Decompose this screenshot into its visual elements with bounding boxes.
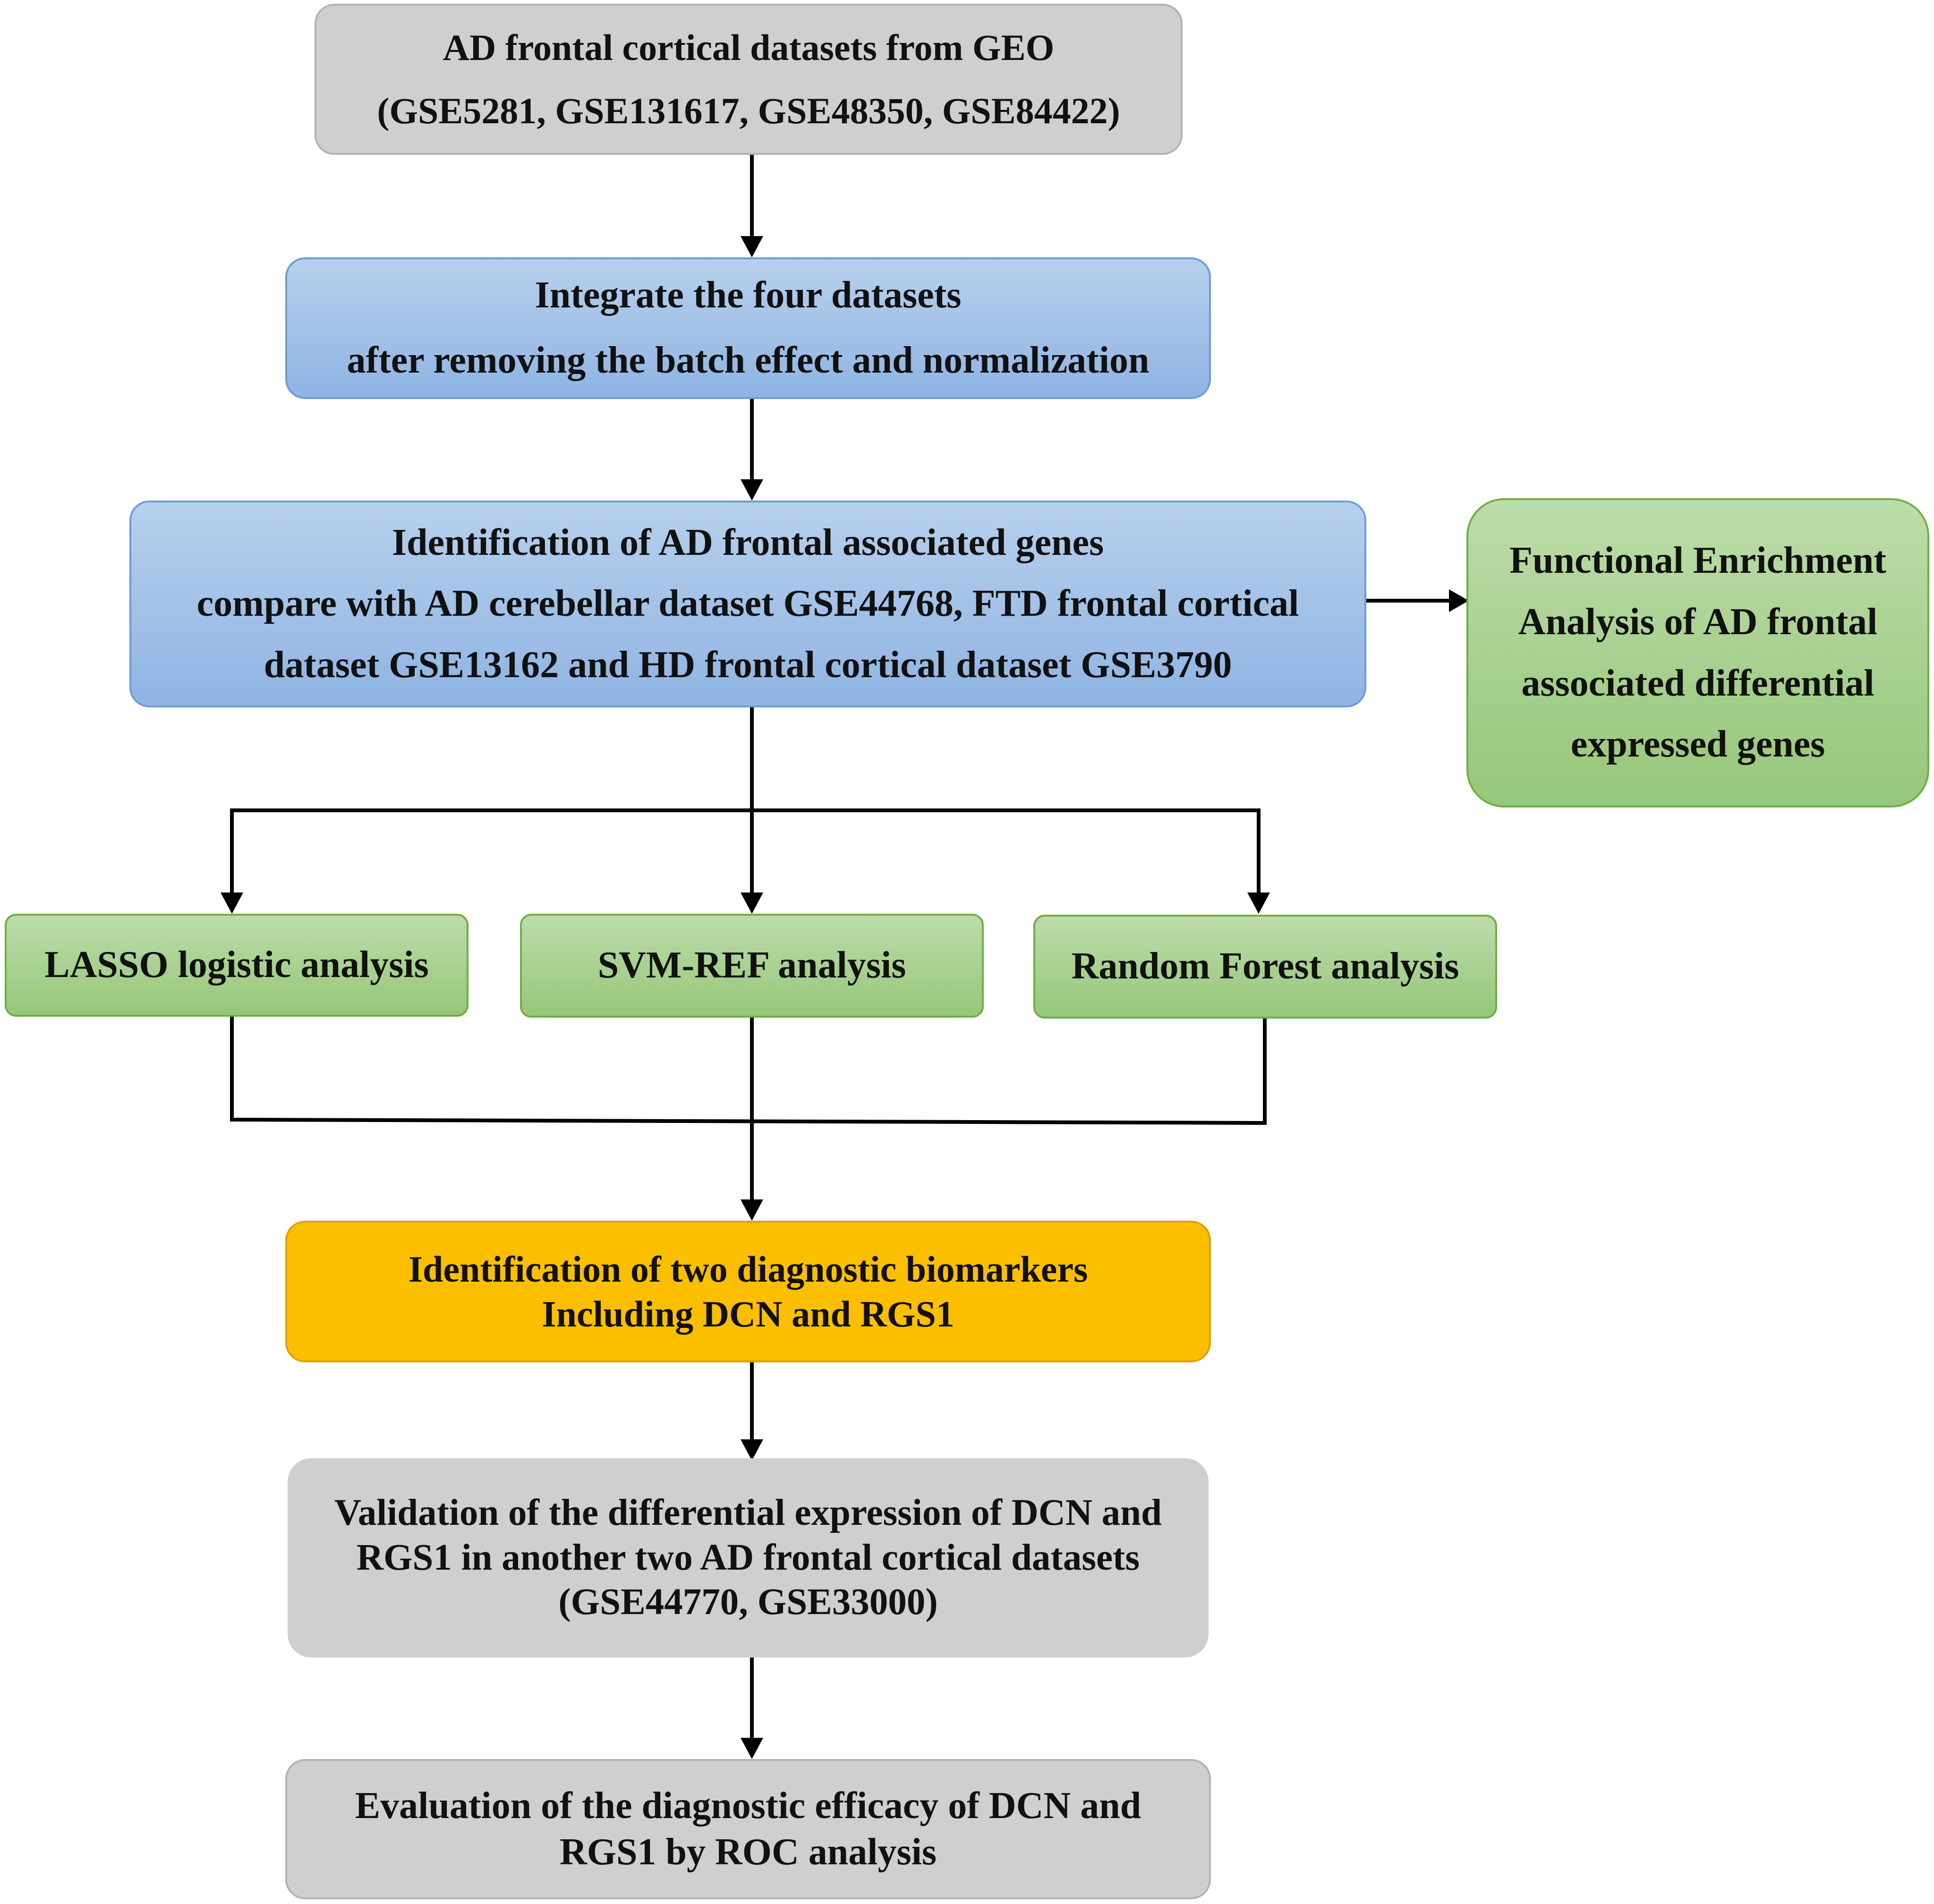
arrowhead-identification-to-enrichment <box>1449 589 1469 612</box>
identification-line-1: Identification of AD frontal associated … <box>392 521 1104 563</box>
random-forest-analysis-box: Random Forest analysis <box>1033 915 1497 1019</box>
arrowhead-validation-to-evaluation <box>741 1738 763 1759</box>
lasso-analysis-box: LASSO logistic analysis <box>5 914 469 1017</box>
validation-box: Validation of the differential expressio… <box>288 1458 1209 1658</box>
diagnostic-biomarkers-box: Identification of two diagnostic biomark… <box>285 1221 1211 1362</box>
geo-datasets-line-1: AD frontal cortical datasets from GEO <box>443 26 1055 68</box>
connector-merge <box>230 1017 1267 1125</box>
enrichment-line-2: Analysis of AD frontal <box>1518 601 1878 643</box>
arrowhead-geo-to-integrate <box>741 236 763 257</box>
svm-ref-analysis-box: SVM-REF analysis <box>520 914 984 1018</box>
svm-label: SVM-REF analysis <box>597 944 906 986</box>
validation-line-1: Validation of the differential expressio… <box>334 1492 1162 1533</box>
enrichment-line-4: expressed genes <box>1570 723 1825 765</box>
arrowhead-integrate-to-identification <box>741 479 763 501</box>
lasso-label: LASSO logistic analysis <box>44 944 429 986</box>
integrate-line-1: Integrate the four datasets <box>535 274 962 316</box>
biomarkers-line-1: Identification of two diagnostic biomark… <box>408 1248 1088 1290</box>
arrowhead-to-random-forest <box>1247 892 1270 914</box>
evaluation-box: Evaluation of the diagnostic efficacy of… <box>285 1759 1211 1899</box>
arrowhead-to-biomarkers <box>741 1199 763 1221</box>
evaluation-line-2: RGS1 by ROC analysis <box>560 1831 937 1873</box>
validation-line-3: (GSE44770, GSE33000) <box>558 1581 938 1623</box>
identification-line-2: compare with AD cerebellar dataset GSE44… <box>196 583 1299 625</box>
biomarkers-line-2: Including DCN and RGS1 <box>542 1293 954 1334</box>
connector-branch-horizontal <box>230 808 1261 896</box>
arrowhead-to-lasso <box>221 892 243 914</box>
enrichment-line-1: Functional Enrichment <box>1509 540 1886 582</box>
geo-datasets-box: AD frontal cortical datasets from GEO (G… <box>315 4 1183 155</box>
random-forest-label: Random Forest analysis <box>1071 945 1459 987</box>
enrichment-line-3: associated differential <box>1521 662 1874 704</box>
identification-line-3: dataset GSE13162 and HD frontal cortical… <box>264 644 1232 686</box>
validation-line-2: RGS1 in another two AD frontal cortical … <box>356 1537 1140 1578</box>
integrate-line-2: after removing the batch effect and norm… <box>347 340 1150 381</box>
integrate-datasets-box: Integrate the four datasets after removi… <box>285 257 1211 399</box>
identification-genes-box: Identification of AD frontal associated … <box>129 501 1366 707</box>
functional-enrichment-box: Functional Enrichment Analysis of AD fro… <box>1466 498 1929 808</box>
arrowhead-biomarkers-to-validation <box>741 1439 763 1461</box>
evaluation-line-1: Evaluation of the diagnostic efficacy of… <box>355 1785 1142 1827</box>
arrowhead-to-svm <box>741 892 763 914</box>
geo-datasets-line-2: (GSE5281, GSE131617, GSE48350, GSE84422) <box>377 90 1120 131</box>
